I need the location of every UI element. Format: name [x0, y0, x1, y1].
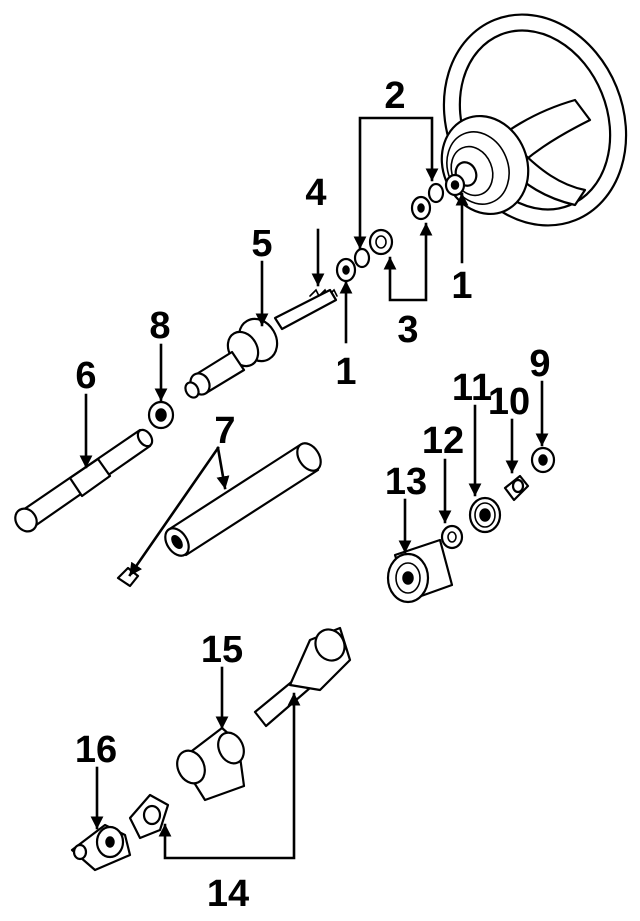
callout-15: 15	[201, 629, 243, 671]
wheel-nut	[444, 173, 466, 197]
callout-2: 2	[384, 75, 405, 117]
upper-steering-shaft	[184, 288, 338, 399]
lock-plate	[503, 474, 530, 502]
callout-13: 13	[385, 461, 427, 503]
callout-1-lower: 1	[335, 351, 356, 393]
bearing-race	[468, 496, 502, 534]
callout-12: 12	[422, 420, 464, 462]
retaining-nut	[530, 446, 556, 474]
callout-16: 16	[75, 729, 117, 771]
spacer-ring-lower	[368, 228, 394, 256]
callout-7: 7	[214, 410, 235, 452]
leader-lines	[79, 116, 549, 860]
spring	[309, 288, 338, 298]
snap-ring	[353, 247, 371, 269]
callout-4: 4	[305, 172, 326, 214]
bearing-retainer	[335, 257, 357, 283]
column-shroud	[176, 726, 246, 802]
lower-yoke	[128, 793, 170, 840]
callout-3: 3	[397, 309, 418, 351]
shaft-bearing	[147, 400, 175, 430]
thrust-washer	[440, 524, 464, 550]
callout-10: 10	[488, 381, 530, 423]
column-tube	[164, 442, 322, 557]
callout-11: 11	[452, 367, 492, 409]
lower-steering-shaft	[14, 428, 154, 533]
callout-9: 9	[529, 343, 550, 385]
callout-5: 5	[251, 223, 272, 265]
callout-8: 8	[149, 305, 170, 347]
flex-coupler	[70, 823, 132, 872]
callout-6: 6	[75, 355, 96, 397]
collar	[386, 538, 454, 604]
callout-1-upper: 1	[451, 265, 472, 307]
spacer-ring-upper	[410, 195, 432, 221]
callout-14: 14	[207, 873, 249, 915]
intermediate-shaft	[253, 626, 352, 728]
tube-clip	[116, 566, 140, 588]
lock-washer-upper	[427, 182, 445, 204]
steering-wheel	[440, 13, 628, 227]
callout-labels: 2 4 5 1 3 1 8 6 7 9 11 10 12 13 15 16 14	[75, 75, 551, 915]
